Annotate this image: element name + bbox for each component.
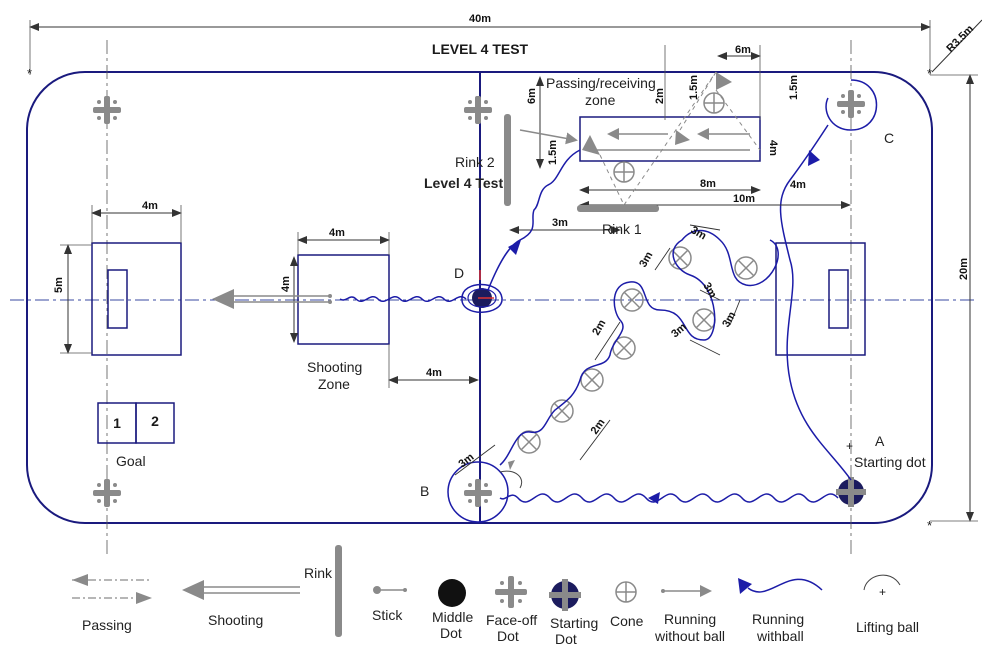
legend-rink: Rink: [304, 565, 333, 581]
legend-starting-1: Starting: [550, 615, 598, 631]
dim-pass-3m: 3m: [552, 217, 568, 229]
svg-text:+: +: [846, 439, 853, 453]
passing-zone: [579, 116, 761, 162]
shooting-zone-label-1: Shooting: [307, 359, 362, 375]
goal-2-label: 2: [151, 413, 159, 429]
dim-cone-3-b: 3m: [637, 250, 655, 270]
legend-run-with-2: withball: [756, 628, 804, 644]
svg-text:*: *: [27, 66, 32, 81]
dim-pass-6m-side: 6m: [526, 88, 538, 104]
dim-cone-3-b2: 3m: [456, 451, 476, 470]
point-a-label: A: [875, 433, 885, 449]
dim-shoot-height: 4m: [280, 276, 292, 292]
dim-pass-6m-top: 6m: [735, 44, 751, 56]
legend-middle-2: Dot: [440, 625, 462, 641]
dim-cone-3-d: 3m: [669, 321, 689, 341]
left-goal: [107, 269, 128, 329]
point-c-label: C: [884, 130, 894, 146]
dim-cone-3-e: 3m: [720, 310, 738, 330]
dim-shoot-gap: 4m: [426, 367, 442, 379]
point-d-label: D: [454, 265, 464, 281]
dim-cone-3-a: 3m: [689, 224, 709, 242]
rink-1-label: Rink 1: [602, 221, 642, 237]
path-slalom: [499, 229, 779, 466]
faceoff-dots: [93, 90, 865, 507]
legend-cone: Cone: [610, 613, 644, 629]
dim-pass-8m: 8m: [700, 178, 716, 190]
passing-zone-label-1: Passing/receiving: [546, 75, 656, 91]
shooting-zone-label-2: Zone: [318, 376, 350, 392]
passing-zone-label-2: zone: [585, 92, 616, 108]
legend-shooting: Shooting: [208, 612, 263, 628]
legend-lifting: Lifting ball: [856, 619, 919, 635]
page-title: LEVEL 4 TEST: [432, 41, 529, 57]
dim-pass-1-5-c: 1.5m: [547, 140, 559, 165]
dim-pass-1-5-b: 1.5m: [788, 75, 800, 100]
legend-starting-2: Dot: [555, 631, 577, 647]
dim-goal-width: 4m: [142, 200, 158, 212]
dim-cone-2-b: 2m: [589, 417, 608, 437]
svg-text:+: +: [879, 585, 886, 599]
dim-shoot-width: 4m: [329, 227, 345, 239]
legend-run-with-1: Running: [752, 611, 804, 627]
dim-20m: 20m: [958, 258, 970, 280]
goal-1-label: 1: [113, 415, 121, 431]
legend-run-without-2: without ball: [654, 628, 725, 644]
goal-label: Goal: [116, 453, 146, 469]
left-goal-area: [91, 242, 182, 356]
starting-dot-label: Starting dot: [854, 454, 926, 470]
legend-run-without-1: Running: [664, 611, 716, 627]
right-goal: [828, 269, 849, 329]
dim-pass-2m: 2m: [654, 88, 666, 104]
legend-faceoff-2: Dot: [497, 628, 519, 644]
legend-faceoff-1: Face-off: [486, 612, 537, 628]
path-shooting: [339, 296, 467, 302]
legend-middle-1: Middle: [432, 609, 473, 625]
svg-text:*: *: [927, 518, 932, 533]
right-goal-area: [775, 242, 866, 356]
path-a-to-b: [499, 493, 839, 503]
legend-stick: Stick: [372, 607, 403, 623]
cones: [517, 246, 758, 454]
point-b-label: B: [420, 483, 429, 499]
dim-cone-2-a: 2m: [590, 318, 608, 338]
dim-pass-4m-right: 4m: [790, 179, 806, 191]
svg-text:*: *: [927, 66, 932, 81]
legend-passing: Passing: [82, 617, 132, 633]
dim-radius: R3.5m: [944, 23, 976, 55]
starting-dot: [836, 477, 866, 507]
dim-pass-1-5-a: 1.5m: [688, 75, 700, 100]
level-4-label: Level 4 Test: [424, 175, 503, 191]
dim-pass-10m: 10m: [733, 193, 755, 205]
rink-2-label: Rink 2: [455, 154, 495, 170]
dim-40m: 40m: [469, 13, 491, 25]
legend: Passing Shooting Rink Stick Middle Dot F…: [72, 545, 919, 647]
dim-pass-4m-side: 4m: [767, 140, 779, 156]
dim-goal-height: 5m: [53, 277, 65, 293]
